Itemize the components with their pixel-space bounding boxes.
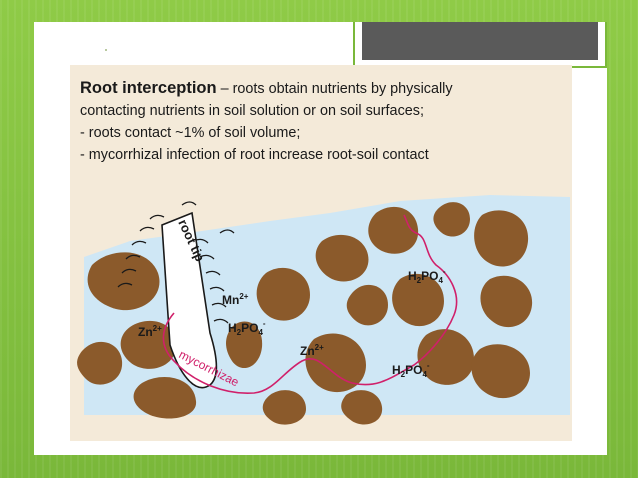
mycorrhizal-hypha bbox=[162, 214, 458, 394]
mn-label: Mn2+ bbox=[222, 292, 249, 307]
heading-term: Root interception bbox=[80, 79, 217, 97]
h2po4-middle-label: H2PO4- bbox=[228, 319, 266, 337]
soil-particle bbox=[368, 206, 419, 254]
text-line-3: - roots contact ~1% of soil volume; bbox=[80, 125, 301, 141]
soil-particle bbox=[262, 390, 306, 425]
title-placeholder-bar bbox=[362, 22, 598, 60]
soil-particle bbox=[346, 284, 388, 326]
soil-particle bbox=[305, 333, 366, 393]
text-line-2: contacting nutrients in soil solution or… bbox=[80, 103, 424, 119]
soil-particle bbox=[417, 329, 474, 385]
heading-rest: – roots obtain nutrients by physically bbox=[216, 81, 453, 97]
zn-left-label: Zn2+ bbox=[138, 324, 162, 339]
soil-particle bbox=[77, 341, 123, 385]
soil-particle bbox=[480, 275, 533, 328]
soil-particle bbox=[256, 267, 310, 321]
title-placeholder-frame bbox=[353, 22, 607, 68]
root-hairs bbox=[117, 201, 235, 324]
soil-diagram: root tip mycorrhizae Zn2+ Mn2+ H2PO4- Zn… bbox=[77, 195, 570, 425]
soil-particle bbox=[433, 202, 470, 237]
soil-particle bbox=[120, 320, 177, 369]
root-interception-figure: Root interception – roots obtain nutrien… bbox=[70, 65, 572, 441]
zn-center-label: Zn2+ bbox=[300, 343, 324, 358]
soil-particle bbox=[315, 234, 369, 282]
stray-dot bbox=[105, 49, 107, 51]
h2po4-top-label: H2PO4- bbox=[408, 267, 446, 285]
figure-text: Root interception – roots obtain nutrien… bbox=[80, 77, 566, 166]
soil-particle bbox=[226, 321, 263, 369]
soil-particle bbox=[474, 210, 529, 267]
soil-particle bbox=[87, 252, 160, 311]
soil-particle bbox=[341, 390, 383, 425]
text-line-4: - mycorrhizal infection of root increase… bbox=[80, 147, 429, 163]
soil-particle bbox=[471, 344, 530, 399]
heading-line: Root interception – roots obtain nutrien… bbox=[80, 77, 566, 100]
soil-particle bbox=[133, 377, 197, 419]
slide-card: Root interception – roots obtain nutrien… bbox=[34, 22, 607, 455]
h2po4-lower-label: H2PO4- bbox=[392, 361, 430, 379]
soil-particle bbox=[392, 273, 444, 327]
